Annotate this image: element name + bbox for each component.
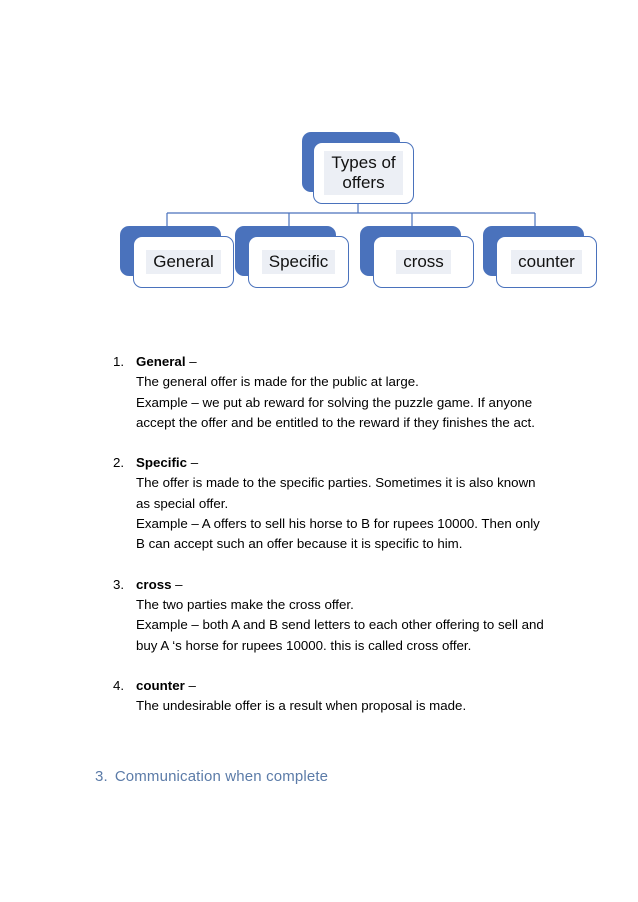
diagram-node-general[interactable]: General: [120, 226, 236, 290]
node-label: Specific: [261, 249, 336, 275]
body-content: 1. General – The general offer is made f…: [0, 352, 638, 736]
list-item-line: Example – we put ab reward for solving t…: [136, 394, 533, 410]
section-heading-text: Communication when complete: [114, 768, 329, 785]
node-box: cross: [373, 236, 474, 288]
node-label: General: [146, 249, 221, 275]
list-item-line: B can accept such an offer because it is…: [136, 536, 463, 552]
list-item-term: counter: [136, 677, 185, 693]
list-item-term: cross: [136, 576, 172, 592]
list-item-term-line: Specific –: [136, 453, 638, 473]
list-item: 3. cross – The two parties make the cros…: [0, 575, 638, 656]
diagram-node-counter[interactable]: counter: [483, 226, 599, 290]
list-item-term: Specific: [136, 455, 187, 471]
node-box: Specific: [248, 236, 349, 288]
list-item: 1. General – The general offer is made f…: [0, 352, 638, 433]
node-box: General: [133, 236, 234, 288]
list-item-number: 3.: [113, 576, 125, 592]
diagram-node-specific[interactable]: Specific: [235, 226, 351, 290]
diagram-node-root[interactable]: Types of offers: [302, 132, 414, 204]
list-item-line: The undesirable offer is a result when p…: [136, 698, 467, 714]
list-item-number: 1.: [113, 354, 125, 369]
list-item-line: as special offer.: [136, 495, 229, 511]
section-heading: 3. Communication when complete: [95, 768, 328, 785]
list-item-number: 2.: [113, 455, 125, 471]
list-item-term-line: counter –: [136, 676, 638, 696]
list-item-number: 4.: [113, 677, 125, 693]
node-box: Types of offers: [313, 142, 414, 204]
list-item-line: Example – both A and B send letters to e…: [136, 617, 544, 633]
list-item-dash: –: [187, 455, 199, 471]
node-label: counter: [511, 249, 582, 275]
list-item: 4. counter – The undesirable offer is a …: [0, 676, 638, 717]
list-item-term-line: cross –: [136, 575, 638, 595]
list-item-term: General: [136, 354, 186, 369]
list-item-dash: –: [185, 354, 197, 369]
list-item-term-line: General –: [136, 352, 638, 372]
list-item-line: Example – A offers to sell his horse to …: [136, 516, 540, 532]
list-item-dash: –: [171, 576, 183, 592]
org-chart-diagram: Types of offers General Specific cross c: [0, 0, 638, 320]
node-box: counter: [496, 236, 597, 288]
list-item-line: The two parties make the cross offer.: [136, 596, 354, 612]
connector-lines: [166, 203, 536, 227]
list-item-line: The offer is made to the specific partie…: [136, 475, 536, 491]
list-item-line: accept the offer and be entitled to the …: [136, 414, 535, 430]
list-item-line: buy A ‘s horse for rupees 10000. this is…: [136, 637, 472, 653]
node-label: cross: [396, 249, 451, 275]
list-item-dash: –: [184, 677, 196, 693]
section-heading-number: 3.: [95, 768, 108, 785]
list-item: 2. Specific – The offer is made to the s…: [0, 453, 638, 554]
list-item-line: The general offer is made for the public…: [136, 374, 419, 390]
diagram-node-cross[interactable]: cross: [360, 226, 476, 290]
node-label: Types of offers: [324, 150, 403, 196]
